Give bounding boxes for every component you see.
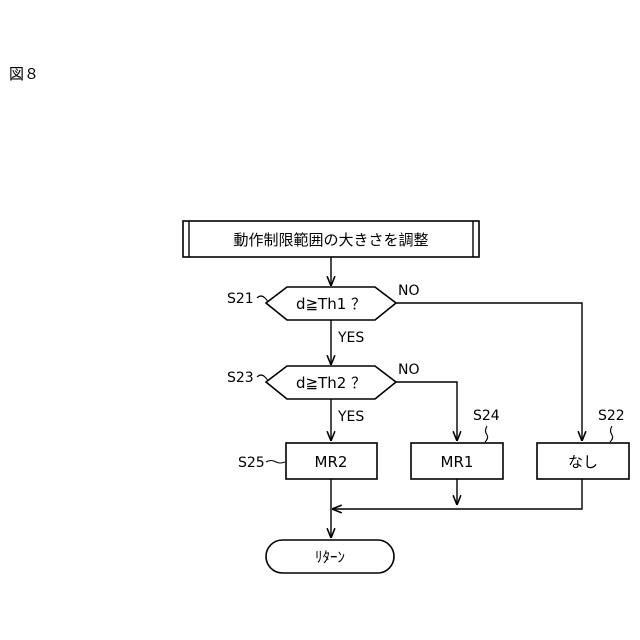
start-process-label: 動作制限範囲の大きさを調整: [233, 231, 428, 249]
step-s22: S22: [598, 408, 625, 424]
process-mr1-label: MR1: [441, 453, 474, 471]
figure-label: 図８: [9, 65, 39, 83]
d1-no-label: NO: [398, 283, 420, 299]
process-mr2-label: MR2: [315, 453, 348, 471]
leader-s23: [257, 375, 268, 381]
decision-1: d≧Th1 ？: [266, 287, 396, 320]
process-none-label: なし: [568, 453, 598, 471]
decision-2-label: d≧Th2 ？: [296, 374, 366, 392]
terminator-return-label: ﾘﾀｰﾝ: [315, 548, 345, 566]
terminator-return: ﾘﾀｰﾝ: [266, 540, 394, 573]
connector-d2-no: [396, 382, 457, 441]
d2-yes-label: YES: [337, 409, 364, 425]
step-s21: S21: [227, 291, 254, 307]
leader-s25: [266, 461, 285, 464]
process-mr2: MR2: [286, 443, 377, 479]
decision-1-label: d≧Th1 ？: [296, 295, 366, 313]
decision-2: d≧Th2 ？: [266, 366, 396, 399]
start-process-box: 動作制限範囲の大きさを調整: [183, 221, 479, 257]
process-none: なし: [537, 443, 629, 479]
d1-yes-label: YES: [337, 330, 364, 346]
step-s23: S23: [227, 370, 254, 386]
leader-s21: [257, 296, 268, 302]
d2-no-label: NO: [398, 362, 420, 378]
process-mr1: MR1: [411, 443, 503, 479]
leader-s24: [485, 426, 488, 442]
step-s25: S25: [238, 455, 265, 471]
leader-s22: [610, 426, 613, 442]
step-s24: S24: [473, 408, 500, 424]
